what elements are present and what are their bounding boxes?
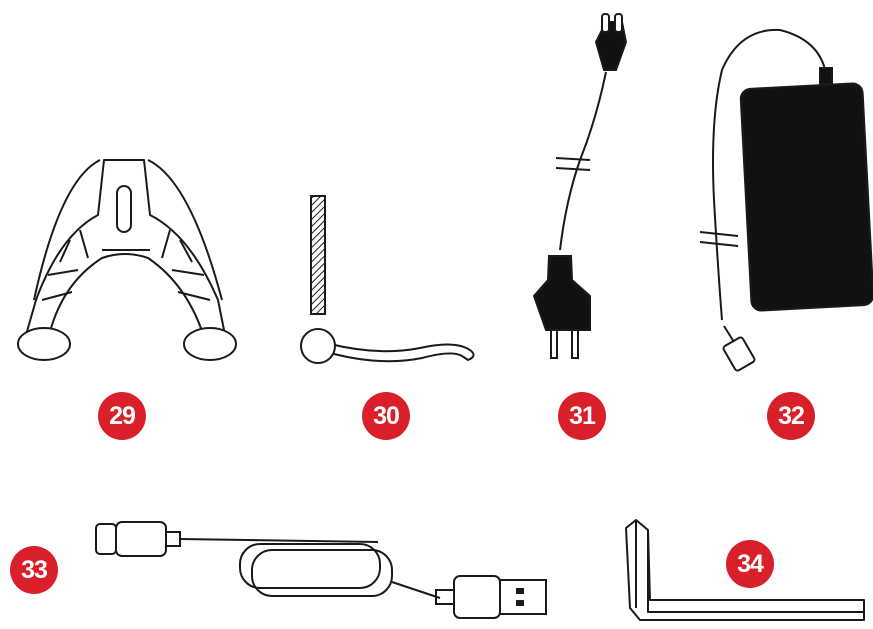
headrest-frame-icon [17, 159, 237, 361]
part-number-badge: 29 [98, 392, 146, 440]
part-number: 33 [21, 555, 48, 584]
part-number: 32 [778, 401, 805, 430]
part-number-badge: 32 [767, 392, 815, 440]
allen-key-icon [625, 519, 865, 621]
power-cord-plug-icon [532, 13, 628, 359]
power-adapter-icon [699, 28, 873, 372]
part-number: 31 [569, 401, 596, 430]
part-number-badge: 33 [10, 546, 58, 594]
part-number: 34 [737, 549, 764, 578]
usb-cable-icon [95, 521, 547, 619]
part-number: 30 [373, 401, 400, 430]
part-number: 29 [109, 401, 136, 430]
pin-with-bent-rod-icon [300, 195, 475, 364]
part-number-badge: 30 [362, 392, 410, 440]
part-number-badge: 31 [558, 392, 606, 440]
part-number-badge: 34 [726, 540, 774, 588]
